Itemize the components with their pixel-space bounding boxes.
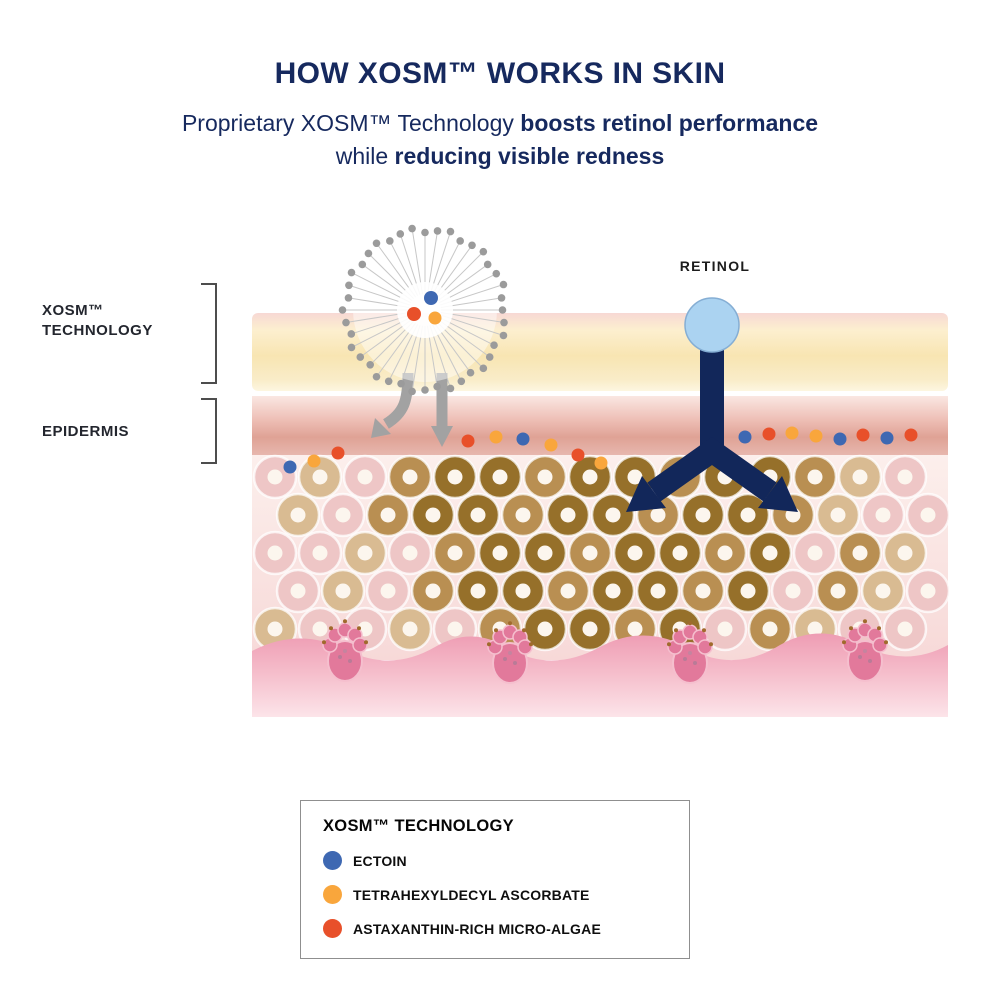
dermis-wavy-band (252, 633, 948, 717)
skin-diagram-svg (252, 224, 951, 717)
ascorbate-dot-icon (323, 885, 342, 904)
micelle-illustration (338, 224, 508, 396)
subtitle: Proprietary XOSM™ Technology boosts reti… (173, 107, 828, 174)
legend-header: XOSM™ TECHNOLOGY (323, 817, 514, 835)
subtitle-text: Proprietary XOSM™ Technology (181, 110, 521, 136)
legend-box: XOSM™ TECHNOLOGY ECTOIN TETRAHEXYLDECYL … (300, 800, 690, 959)
skin-cells (252, 454, 951, 652)
subtitle-bold-2: reducing visible redness (394, 143, 665, 170)
subtitle-bold-1: boosts retinol performance (520, 110, 819, 136)
xosm-technology-label: XOSM™ TECHNOLOGY (42, 301, 153, 340)
legend-item-ectoin: ECTOIN (323, 851, 667, 870)
epidermis-label: EPIDERMIS (42, 423, 130, 440)
legend-label-ectoin: ECTOIN (353, 852, 407, 869)
astaxanthin-dot-icon (323, 919, 342, 938)
xosm-label-line2: TECHNOLOGY (42, 321, 153, 339)
legend-label-astaxanthin: ASTAXANTHIN-RICH MICRO-ALGAE (353, 920, 601, 937)
legend-label-ascorbate: TETRAHEXYLDECYL ASCORBATE (353, 886, 590, 903)
subtitle-text-2: while (335, 143, 395, 170)
epidermis-bracket (201, 398, 217, 464)
skin-diagram: RETINOL XOSM™ TECHNOLOGY EPIDERMIS (0, 215, 1000, 755)
ascorbate-dot-icon (428, 311, 442, 325)
micelle-core-background (397, 282, 453, 338)
retinol-molecule (684, 297, 740, 353)
dermal-papillae (322, 619, 888, 684)
ectoin-dot-icon (323, 851, 342, 870)
ingredient-dots (283, 426, 918, 474)
xosm-label-line1: XOSM™ (42, 302, 104, 319)
xosm-bracket (201, 283, 217, 384)
epidermis-band (252, 396, 948, 455)
astaxanthin-dot-icon (407, 307, 421, 321)
retinol-label: RETINOL (679, 258, 751, 274)
ectoin-dot-icon (424, 291, 438, 305)
xosm-release-arrows (371, 372, 453, 447)
retinol-arrow (626, 347, 798, 512)
page-title: HOW XOSM™ WORKS IN SKIN (274, 57, 726, 90)
legend-item-astaxanthin: ASTAXANTHIN-RICH MICRO-ALGAE (323, 919, 667, 938)
micelle-core (407, 291, 442, 325)
legend-item-ascorbate: TETRAHEXYLDECYL ASCORBATE (323, 885, 667, 904)
